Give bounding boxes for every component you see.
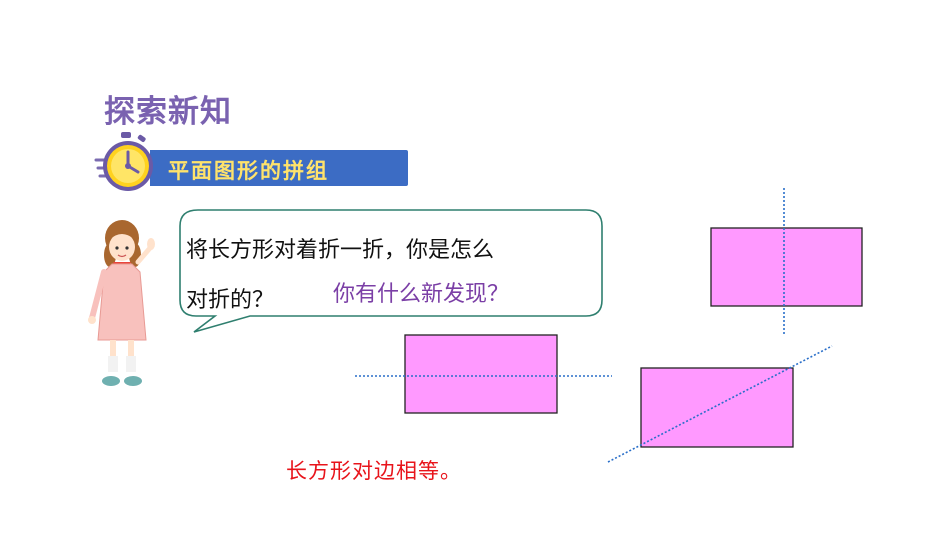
speech-line-1: 将长方形对着折一折，你是怎么 xyxy=(186,238,495,263)
topic-banner xyxy=(150,150,408,186)
rectangle-diagonal-fold xyxy=(640,367,794,448)
girl-illustration xyxy=(88,220,155,386)
conclusion-text: 长方形对边相等。 xyxy=(286,459,462,483)
speech-line-2: 对折的？ xyxy=(186,288,275,313)
topic-banner-label: 平面图形的拼组 xyxy=(168,158,329,183)
speech-text: 将长方形对着折一折，你是怎么 对折的？ xyxy=(186,226,596,326)
stopwatch-icon xyxy=(94,132,153,191)
section-title: 探索新知 xyxy=(104,94,232,130)
rectangle-horizontal-fold xyxy=(404,334,558,414)
rectangle-vertical-fold xyxy=(710,227,863,307)
question-text: 你有什么新发现？ xyxy=(333,282,510,307)
speech-bubble xyxy=(179,209,603,333)
